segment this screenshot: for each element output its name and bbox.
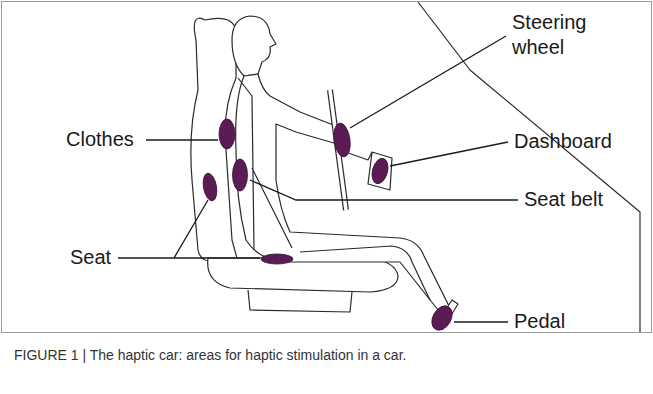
car-body <box>418 2 640 332</box>
part-label: Pedal <box>514 309 634 334</box>
haptic-area <box>369 157 390 186</box>
part-label: Seat <box>70 245 130 270</box>
leader-line <box>390 142 508 166</box>
dashboard-panel <box>368 152 392 190</box>
haptic-area <box>332 122 353 158</box>
part-label: Seat belt <box>524 187 644 212</box>
figure-frame <box>2 2 652 333</box>
part-label: Clothes <box>66 127 156 152</box>
haptic-area <box>428 302 457 334</box>
seat-base <box>248 290 352 312</box>
haptic-area <box>201 172 219 202</box>
haptic-areas <box>201 119 456 334</box>
haptic-area <box>233 159 248 191</box>
seat-belt-strap <box>238 78 292 250</box>
haptic-area <box>261 254 293 264</box>
haptic-area <box>219 119 235 149</box>
car-outline <box>191 2 640 332</box>
part-label: Steering wheel <box>512 10 632 60</box>
leader-line <box>146 139 218 140</box>
driver-leg <box>300 246 430 300</box>
leader-line <box>454 321 508 322</box>
driver-head <box>232 16 276 76</box>
leader-line <box>118 200 260 258</box>
figure-caption: FIGURE 1 | The haptic car: areas for hap… <box>14 346 639 364</box>
leader-line <box>250 180 518 200</box>
leader-lines <box>118 36 518 322</box>
part-label: Dashboard <box>514 129 644 154</box>
leader-line <box>350 36 506 128</box>
driver-body <box>236 74 452 320</box>
seat-cushion <box>208 258 398 292</box>
